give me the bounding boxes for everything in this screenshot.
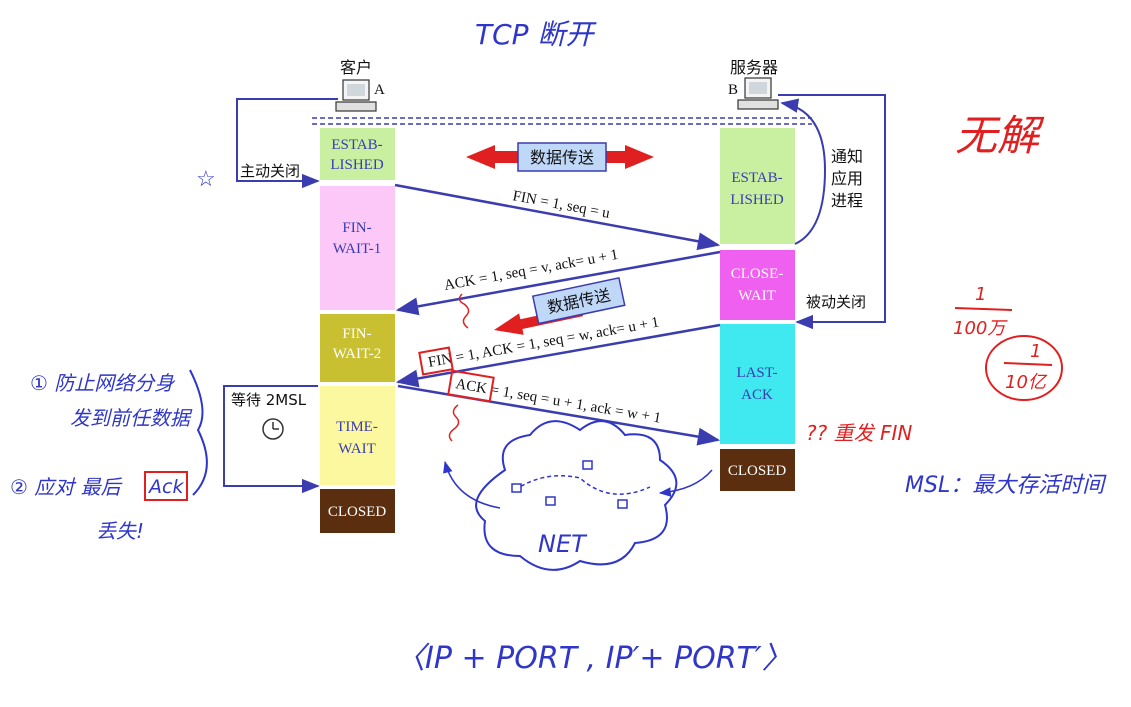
server-computer-icon (737, 77, 779, 110)
client-state-established: ESTAB- LISHED (320, 128, 395, 180)
state-text: ESTAB- (331, 137, 382, 153)
state-text: WAIT (738, 288, 776, 304)
client-letter: A (374, 82, 385, 98)
state-text: WAIT-2 (333, 346, 382, 362)
notify-app-line: 通知 (831, 147, 863, 166)
client-state-closed: CLOSED (320, 489, 395, 533)
active-close-label: 主动关闭 (240, 162, 300, 180)
client-state-fin-wait-1: FIN- WAIT-1 (320, 186, 395, 310)
active-close-bracket (236, 98, 338, 189)
state-text: ACK (741, 387, 773, 403)
state-text: FIN- (342, 326, 371, 342)
red-squiggle-mark (448, 404, 460, 442)
fraction2-bar (1003, 362, 1053, 366)
wait-2msl-bracket (223, 385, 320, 494)
net-path-dashed (514, 475, 651, 495)
net-label: NET (538, 530, 588, 558)
socket-tuple-note: 〈IP + PORT , IP′+ PORT′〉 (395, 641, 792, 676)
net-node-icon (617, 499, 628, 509)
state-text: ESTAB- (731, 170, 782, 186)
net-node-icon (582, 460, 593, 470)
reason1-line1: ① 防止网络分身 (30, 371, 176, 395)
state-text: WAIT (338, 441, 376, 457)
data-transfer-arrow-mid: 数据传送 (493, 276, 626, 335)
net-node-icon (545, 496, 556, 506)
wait-2msl-label: 等待 2MSL (231, 391, 307, 409)
notify-app-line: 进程 (831, 191, 863, 210)
net-out-arrow (658, 469, 713, 497)
resend-fin-note: ?? 重发 FIN (806, 421, 912, 445)
client-state-fin-wait-2: FIN- WAIT-2 (320, 314, 395, 382)
reason2-line1: ② 应对 最后 (10, 475, 123, 499)
msl-definition-note: MSL：最大存活时间 (905, 473, 1107, 498)
notify-app-line: 应用 (831, 169, 863, 188)
no-solution-note: 无解 (955, 111, 1045, 160)
server-state-closed: CLOSED (720, 449, 795, 491)
state-text: CLOSE- (731, 266, 784, 282)
clock-icon (262, 418, 284, 440)
server-state-last-ack: LAST- ACK (720, 324, 795, 444)
server-label: 服务器 (730, 58, 778, 77)
reason2-ack: Ack (147, 476, 184, 498)
ack-highlight-box (447, 369, 495, 403)
fraction2-circle (985, 335, 1063, 401)
ack-circle-box (144, 471, 188, 501)
reason1-line2: 发到前任数据 (70, 406, 193, 430)
fraction1-denominator: 100万 (953, 318, 1008, 339)
state-text: CLOSED (328, 504, 387, 520)
passive-close-label: 被动关闭 (806, 293, 866, 311)
state-text: LAST- (736, 365, 777, 381)
star-mark-icon: ☆ (196, 166, 216, 191)
client-state-time-wait: TIME- WAIT (320, 386, 395, 485)
client-label: 客户 (340, 58, 372, 77)
red-squiggle-mark (458, 293, 470, 329)
fraction2-denominator: 10亿 (1005, 372, 1048, 393)
fin1-arrow (394, 183, 721, 251)
ack1-arrow (395, 250, 721, 316)
brace-mark (189, 369, 208, 496)
state-text: LISHED (330, 157, 383, 173)
reason2-line2: 丢失! (96, 519, 144, 543)
state-text: WAIT-1 (333, 241, 382, 257)
net-cloud-icon (475, 420, 678, 571)
server-letter: B (728, 82, 738, 98)
fraction1-numerator: 1 (975, 284, 986, 305)
state-text: CLOSED (728, 463, 787, 479)
net-in-arrow (443, 460, 501, 509)
fraction1-bar (954, 307, 1013, 311)
server-state-close-wait: CLOSE- WAIT (720, 250, 795, 320)
fraction2-numerator: 1 (1030, 341, 1041, 362)
fin-highlight-box (418, 346, 454, 376)
data-transfer-label: 数据传送 (530, 148, 594, 167)
state-text: LISHED (730, 192, 783, 208)
passive-close-bracket (778, 94, 886, 330)
data-transfer-arrow-top: 数据传送 (466, 142, 654, 172)
state-text: FIN- (342, 220, 371, 236)
net-node-icon (511, 483, 522, 493)
diagram-title: TCP 断开 (475, 18, 597, 51)
state-text: TIME- (336, 419, 378, 435)
notify-app-arrow (780, 98, 827, 245)
server-state-established: ESTAB- LISHED (720, 128, 795, 244)
client-computer-icon (335, 79, 377, 112)
